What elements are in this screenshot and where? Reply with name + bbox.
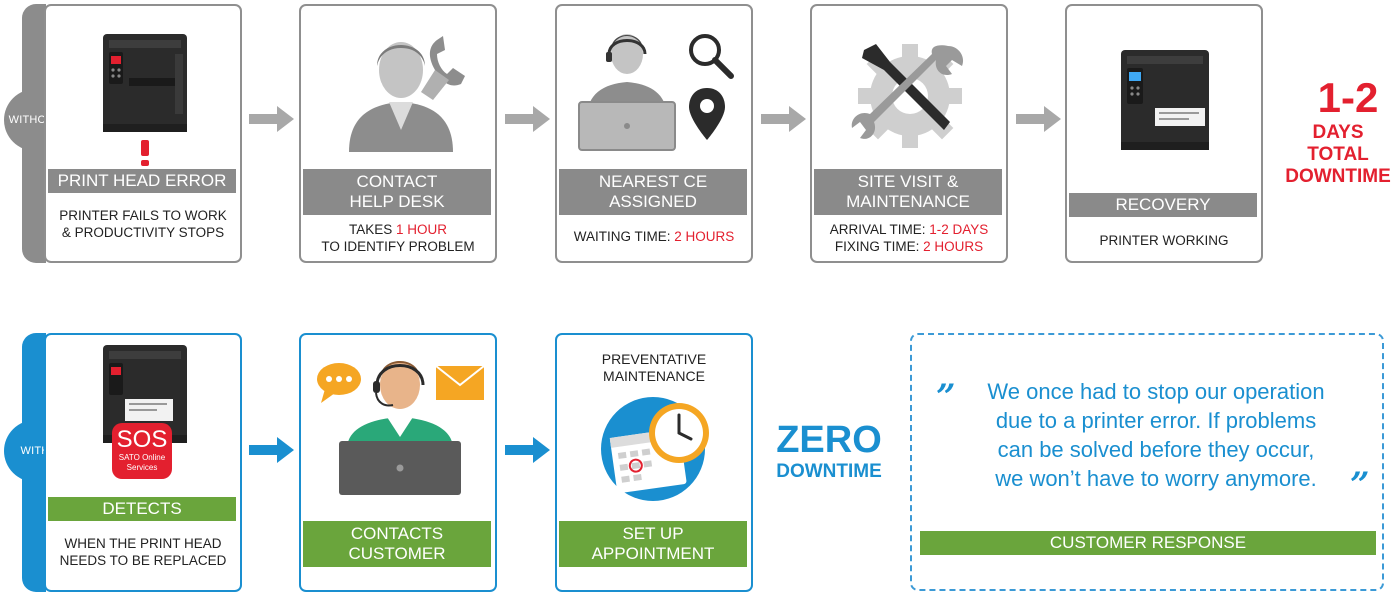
- step-title: DETECTS: [48, 497, 236, 521]
- step-title: SET UP APPOINTMENT: [559, 521, 747, 567]
- downtime-line: DOWNTIME: [1285, 166, 1391, 187]
- title-line: ASSIGNED: [609, 192, 697, 211]
- step-site-visit: SITE VISIT & MAINTENANCE ARRIVAL TIME: 1…: [810, 4, 1008, 263]
- step-description: TAKES 1 HOUR TO IDENTIFY PROBLEM: [301, 221, 495, 255]
- close-quote-mark: ”: [1350, 465, 1370, 505]
- heading-line: PREVENTATIVE: [601, 351, 707, 367]
- title-line: CUSTOMER: [348, 544, 446, 563]
- zero-label: DOWNTIME: [776, 461, 882, 482]
- quote-text: We once had to stop our operation due to…: [946, 377, 1366, 493]
- step-print-head-error: PRINT HEAD ERROR PRINTER FAILS TO WORK &…: [44, 4, 242, 263]
- downtime-label: DAYS TOTAL DOWNTIME: [1278, 122, 1398, 188]
- zero-value: ZERO: [776, 419, 882, 461]
- arrow-right-icon: [249, 106, 294, 132]
- desc-line: FIXING TIME: 2 HOURS: [812, 238, 1006, 255]
- step-contacts-customer: CONTACTS CUSTOMER: [299, 333, 497, 592]
- step-description: PRINTER WORKING: [1067, 232, 1261, 249]
- arrow-right-icon: [761, 106, 806, 132]
- envelope-icon: [435, 365, 485, 400]
- downtime-line: TOTAL: [1307, 144, 1369, 165]
- printer-error-icon: [103, 34, 187, 166]
- desc-highlight: 1 HOUR: [396, 222, 448, 237]
- quote-line: we won’t have to worry anymore.: [995, 466, 1317, 491]
- arrow-right-icon: [249, 437, 294, 463]
- desc-line: PRINTER WORKING: [1099, 233, 1229, 248]
- title-line: NEAREST CE: [598, 172, 708, 191]
- step-nearest-ce: NEAREST CE ASSIGNED WAITING TIME: 2 HOUR…: [555, 4, 753, 263]
- step-description: WAITING TIME: 2 HOURS: [557, 228, 751, 245]
- step-title: PRINT HEAD ERROR: [48, 169, 236, 193]
- open-quote-mark: ”: [936, 377, 956, 417]
- title-line: CONTACT: [356, 172, 438, 191]
- desc-line: WHEN THE PRINT HEAD: [64, 536, 222, 551]
- quote-line: due to a printer error. If problems: [995, 408, 1317, 433]
- desc-line: ARRIVAL TIME: 1-2 DAYS: [812, 221, 1006, 238]
- printer-working-icon: [1121, 50, 1209, 150]
- title-line: SET UP: [622, 524, 684, 543]
- step-heading: PREVENTATIVE MAINTENANCE: [557, 351, 751, 385]
- customer-agent-icon: [339, 361, 461, 495]
- customer-response-label: CUSTOMER RESPONSE: [920, 531, 1376, 555]
- title-line: CONTACTS: [350, 524, 444, 543]
- location-pin-icon: [689, 88, 725, 140]
- step-description: ARRIVAL TIME: 1-2 DAYS FIXING TIME: 2 HO…: [812, 221, 1006, 255]
- arrow-right-icon: [505, 106, 550, 132]
- desc-line: TO IDENTIFY PROBLEM: [321, 239, 475, 254]
- step-set-up-appointment: PREVENTATIVE MAINTENANCE SET UP APPOINTM…: [555, 333, 753, 592]
- title-line: SITE VISIT &: [857, 172, 959, 191]
- downtime-value: 1-2: [1317, 74, 1379, 121]
- search-icon: [689, 34, 734, 79]
- desc-highlight: 2 HOURS: [674, 229, 735, 244]
- chat-bubble-icon: [317, 363, 361, 403]
- help-desk-agent-icon: [349, 36, 465, 152]
- desc-line: TAKES 1 HOUR: [301, 221, 495, 238]
- desc-highlight: 1-2 DAYS: [929, 222, 989, 237]
- sos-sub-line: Services: [126, 463, 158, 472]
- step-title: RECOVERY: [1069, 193, 1257, 217]
- quote-line: We once had to stop our operation: [987, 379, 1325, 404]
- step-detects: SOS SATO Online Services DETECTS WHEN TH…: [44, 333, 242, 592]
- desc-text: TAKES: [348, 222, 396, 237]
- step-contact-help-desk: CONTACT HELP DESK TAKES 1 HOUR TO IDENTI…: [299, 4, 497, 263]
- title-line: APPOINTMENT: [591, 544, 715, 563]
- agent-laptop-icon: [578, 34, 676, 151]
- sos-sub-line: SATO Online: [118, 453, 166, 462]
- heading-line: MAINTENANCE: [603, 368, 705, 384]
- tools-gear-icon: [851, 44, 964, 148]
- step-title: CONTACTS CUSTOMER: [303, 521, 491, 567]
- title-line: HELP DESK: [349, 192, 445, 211]
- step-title: NEAREST CE ASSIGNED: [559, 169, 747, 215]
- quote-line: can be solved before they occur,: [997, 437, 1315, 462]
- sos-badge: SOS SATO Online Services: [112, 423, 172, 479]
- desc-line: PRINTER FAILS TO WORK: [59, 208, 227, 223]
- arrow-right-icon: [1016, 106, 1061, 132]
- calendar-clock-icon: [601, 397, 709, 501]
- step-description: PRINTER FAILS TO WORK & PRODUCTIVITY STO…: [46, 207, 240, 241]
- customer-quote-box: ” We once had to stop our operation due …: [910, 333, 1384, 591]
- desc-highlight: 2 HOURS: [923, 239, 984, 254]
- desc-line: NEEDS TO BE REPLACED: [59, 553, 227, 568]
- step-title: SITE VISIT & MAINTENANCE: [814, 169, 1002, 215]
- desc-text: WAITING TIME:: [573, 229, 675, 244]
- desc-line: & PRODUCTIVITY STOPS: [61, 225, 225, 240]
- step-description: WHEN THE PRINT HEAD NEEDS TO BE REPLACED: [46, 535, 240, 569]
- title-line: MAINTENANCE: [846, 192, 970, 211]
- step-title: CONTACT HELP DESK: [303, 169, 491, 215]
- step-recovery: RECOVERY PRINTER WORKING: [1065, 4, 1263, 263]
- desc-text: ARRIVAL TIME:: [829, 222, 930, 237]
- arrow-right-icon: [505, 437, 550, 463]
- downtime-line: DAYS: [1312, 122, 1364, 143]
- sos-label: SOS: [116, 426, 168, 453]
- desc-text: FIXING TIME:: [834, 239, 924, 254]
